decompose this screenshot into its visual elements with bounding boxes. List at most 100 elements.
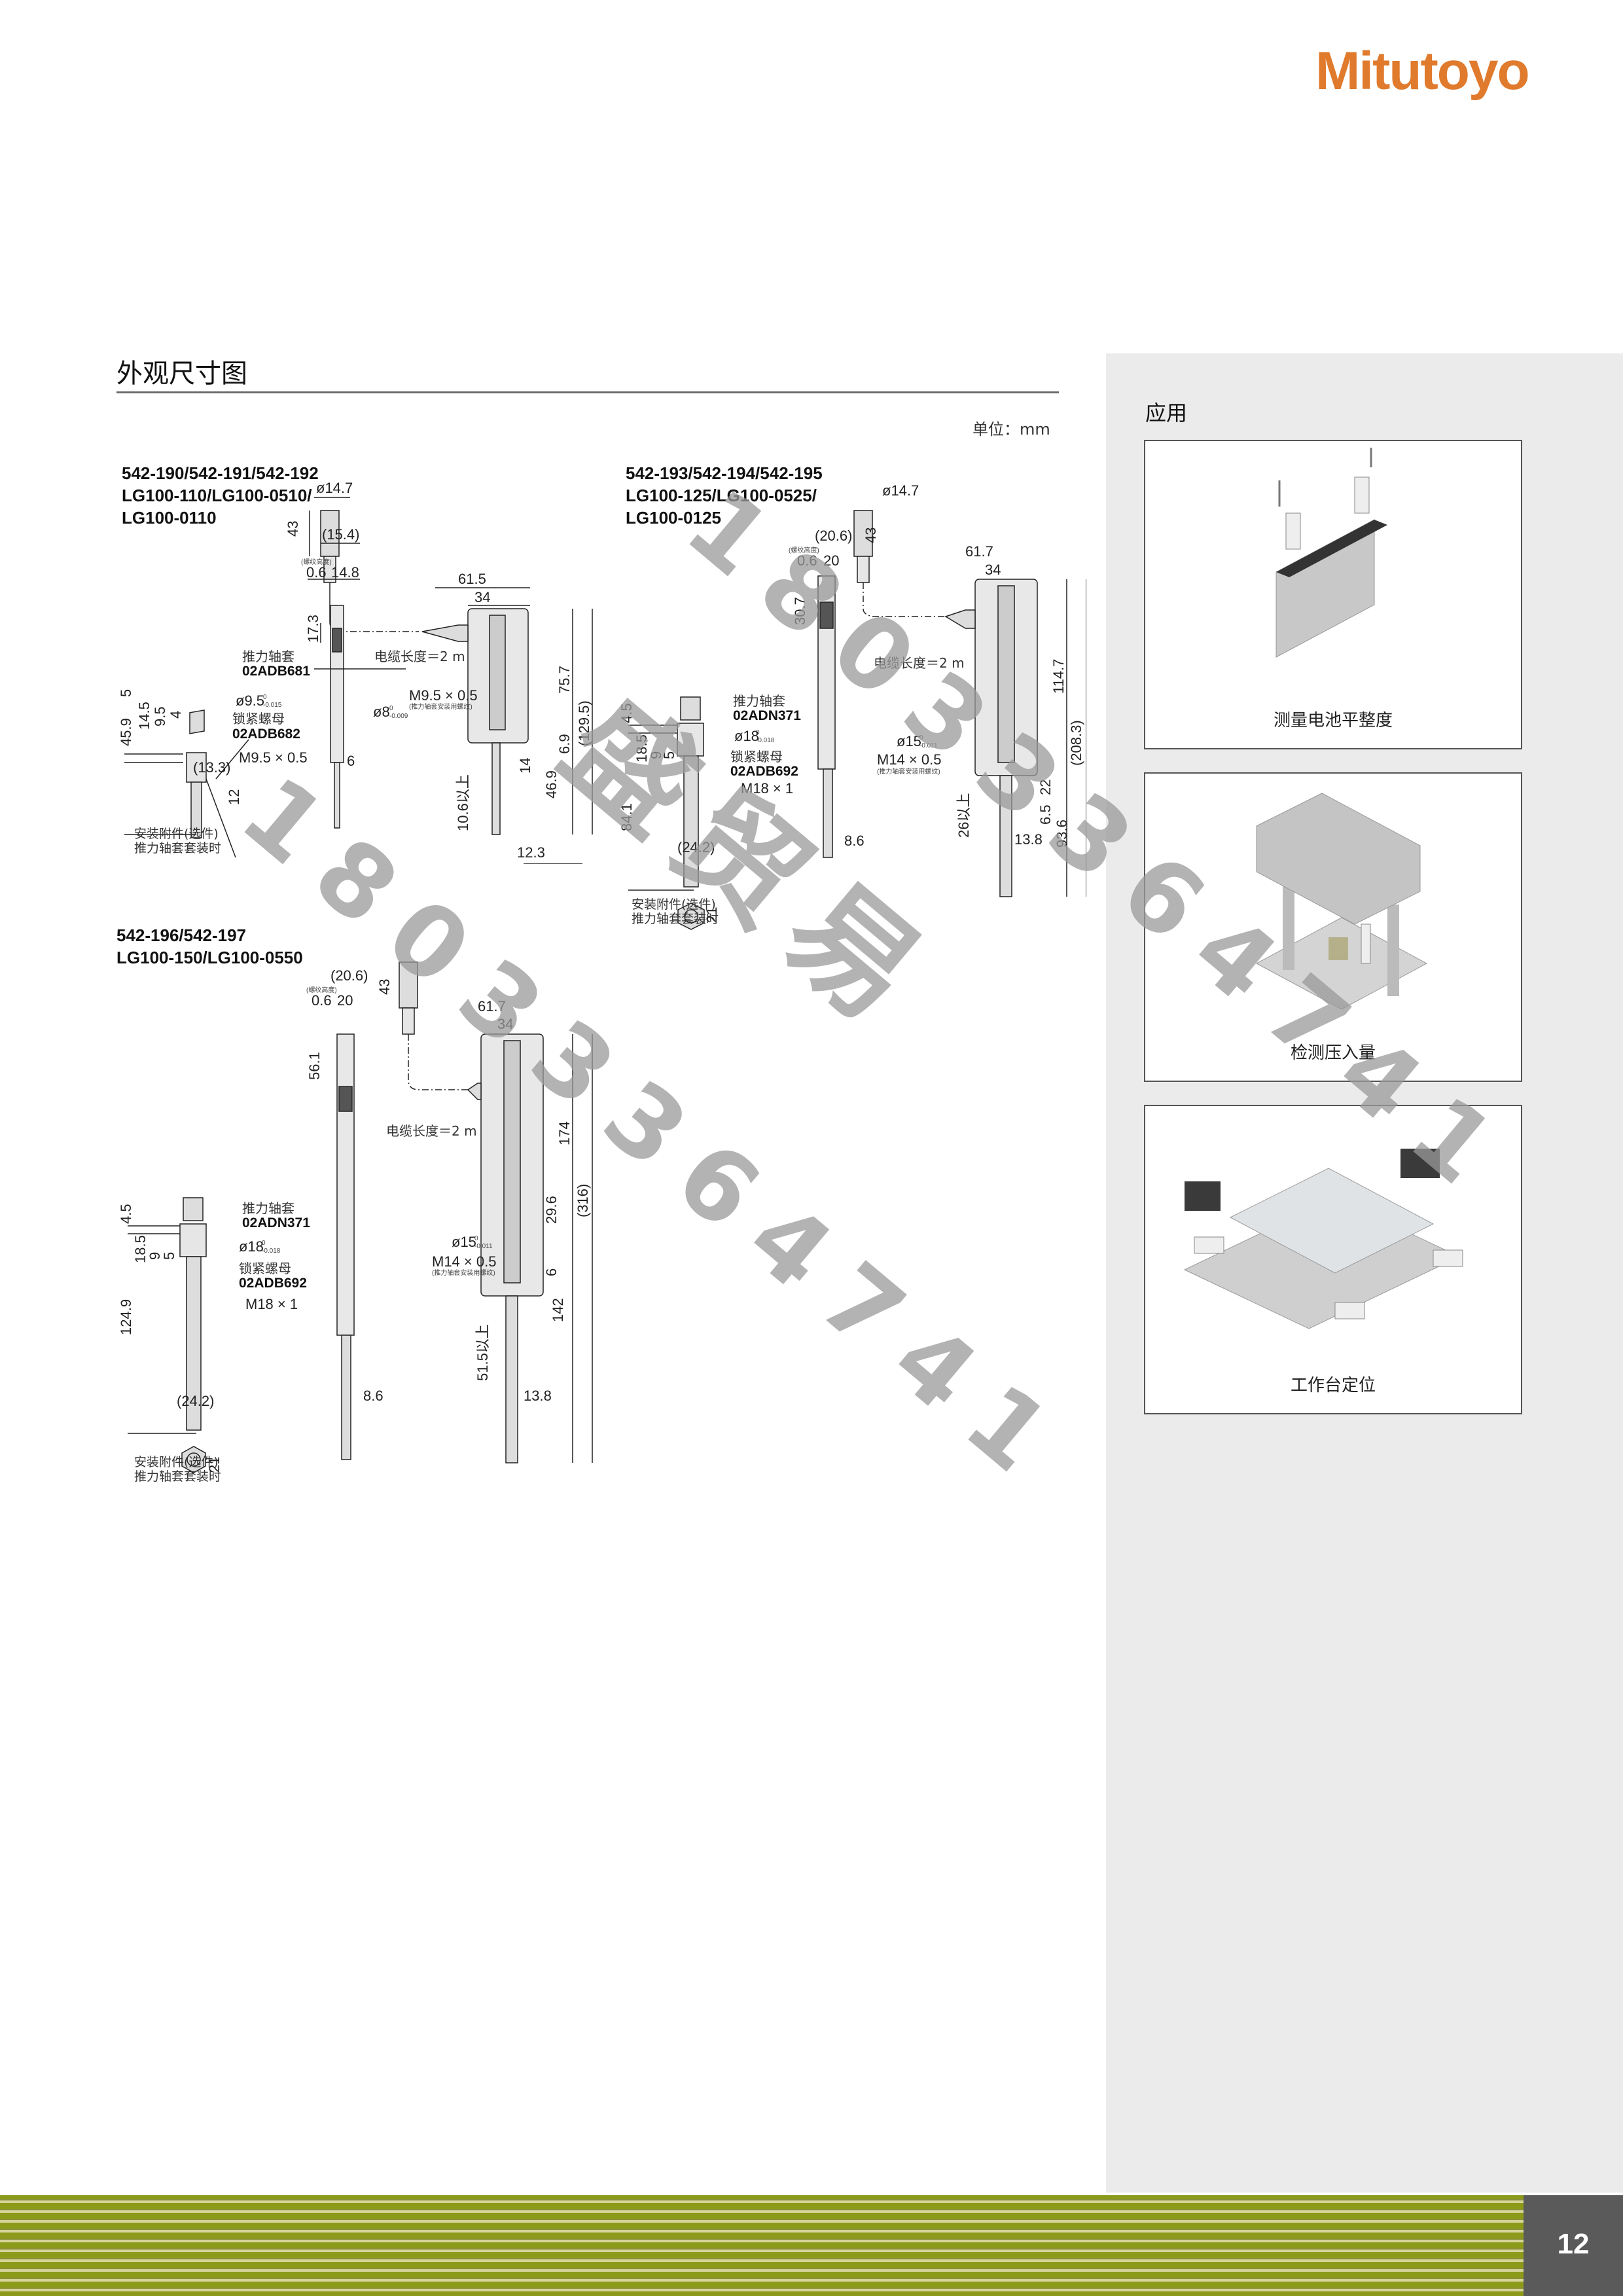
connector-diameter: ø14.7 bbox=[882, 482, 919, 499]
hex-width: (24.2) bbox=[677, 839, 715, 855]
mount-dim: 124.9 bbox=[118, 1299, 134, 1335]
front-thread-note: (推力轴套安装用螺纹) bbox=[877, 767, 940, 776]
mount-dim: 84.1 bbox=[618, 803, 635, 831]
mount-dim: 9 bbox=[147, 1252, 163, 1260]
front-width-total: 61.7 bbox=[478, 998, 506, 1014]
bushing-code: 02ADN371 bbox=[242, 1215, 310, 1230]
side-width: 20 bbox=[823, 552, 839, 569]
stem-b: 14 bbox=[517, 758, 533, 774]
application-caption: 检测压入量 bbox=[1290, 1043, 1376, 1063]
bore-tol-upper: 0 bbox=[263, 694, 267, 701]
section-divider bbox=[116, 391, 1059, 393]
hex-width: (24.2) bbox=[177, 1393, 214, 1409]
stroke: 10.6以上 bbox=[455, 774, 471, 831]
model-heading-2: 542-193/542-194/542-195 LG100-125/LG100-… bbox=[626, 462, 823, 529]
mount-bore: ø18 bbox=[734, 728, 759, 744]
mount-dim: 5 bbox=[118, 689, 134, 697]
nut-label: 锁紧螺母 bbox=[730, 749, 783, 764]
stem-tol-upper: 0 bbox=[474, 1235, 478, 1242]
mount-dim: 4 bbox=[168, 711, 184, 719]
tip-offset: 12.3 bbox=[517, 844, 545, 861]
thread-height: 0.6 bbox=[306, 564, 327, 581]
front-total: (208.3) bbox=[1068, 720, 1084, 766]
mount-dim: 5 bbox=[661, 751, 677, 759]
mount-dim: 9.5 bbox=[152, 706, 168, 726]
stem-diameter: ø8 bbox=[373, 704, 390, 720]
cable-length: 电缆长度＝2 m bbox=[386, 1123, 477, 1139]
mount-bore: ø9.5 bbox=[236, 692, 264, 709]
mitutoyo-logo: Mitutoyo bbox=[1315, 41, 1530, 101]
mount-dim: 14.5 bbox=[136, 702, 152, 730]
bore-tol-upper: 0 bbox=[262, 1240, 266, 1247]
mount-dim: 5 bbox=[161, 1252, 177, 1260]
application-card-stage: 工作台定位 bbox=[1144, 1105, 1522, 1414]
mount-dim: 4.5 bbox=[118, 1204, 134, 1224]
page-number: 12 bbox=[1557, 2228, 1590, 2260]
application-card-battery: 测量电池平整度 bbox=[1144, 440, 1522, 749]
mount-note: 推力轴套套装时 bbox=[134, 1469, 221, 1484]
connector-length: 43 bbox=[285, 521, 301, 537]
front-total: (129.5) bbox=[576, 700, 592, 746]
bushing-code: 02ADN371 bbox=[733, 708, 801, 723]
front-body-width: 34 bbox=[497, 1016, 513, 1032]
model-line: LG100-0110 bbox=[122, 508, 217, 528]
side-tip: 8.6 bbox=[363, 1388, 383, 1404]
side-tip: 6 bbox=[347, 753, 355, 769]
mount-note: 安装附件(选件) bbox=[134, 827, 219, 841]
model-line: LG100-0125 bbox=[626, 508, 721, 528]
mount-note: 安装附件(选件) bbox=[632, 897, 716, 912]
bore-tol-upper: 0 bbox=[756, 729, 760, 736]
stem-a: 22 bbox=[1037, 780, 1054, 795]
mount-dim: 18.5 bbox=[132, 1235, 149, 1263]
mount-dim: 18.5 bbox=[633, 734, 650, 762]
model-line: 542-193/542-194/542-195 bbox=[626, 463, 823, 483]
application-caption: 测量电池平整度 bbox=[1273, 711, 1393, 730]
stem-tol-lower: -0.011 bbox=[919, 742, 938, 749]
connector-length: 43 bbox=[376, 979, 393, 995]
side-overall: (20.6) bbox=[330, 967, 368, 984]
nut-label: 锁紧螺母 bbox=[232, 711, 285, 726]
side-tip: 8.6 bbox=[844, 833, 865, 849]
bushing-code: 02ADB681 bbox=[242, 664, 310, 679]
bushing-label: 推力轴套 bbox=[242, 1200, 294, 1216]
stem-diameter: ø15 bbox=[452, 1234, 476, 1250]
bushing-label: 推力轴套 bbox=[242, 649, 294, 664]
model-heading-1: 542-190/542-191/542-192 LG100-110/LG100-… bbox=[122, 462, 319, 529]
front-body-height: 114.7 bbox=[1050, 659, 1067, 694]
side-overall: (15.4) bbox=[322, 526, 359, 543]
mount-dim: 9 bbox=[648, 751, 664, 759]
stroke: 26以上 bbox=[955, 793, 972, 838]
stem-tol-upper: 0 bbox=[919, 734, 923, 742]
battery-flatness-illustration bbox=[1275, 448, 1387, 658]
stem-diameter: ø15 bbox=[897, 733, 921, 749]
side-width: 20 bbox=[337, 992, 353, 1009]
hex-height: 21 bbox=[206, 1457, 223, 1473]
applications-title: 应用 bbox=[1145, 401, 1188, 425]
side-width: 14.8 bbox=[331, 564, 359, 581]
mount-note: 安装附件(选件) bbox=[134, 1455, 219, 1469]
tip-offset: 13.8 bbox=[1014, 831, 1043, 848]
mount-thread: M18 × 1 bbox=[245, 1296, 298, 1312]
front-thread: M9.5 × 0.5 bbox=[409, 687, 478, 704]
nut-label: 锁紧螺母 bbox=[239, 1261, 291, 1276]
front-body-width: 34 bbox=[985, 562, 1001, 578]
front-width-total: 61.5 bbox=[458, 571, 486, 587]
mount-note: 推力轴套套装时 bbox=[632, 912, 719, 926]
front-thread-note: (推力轴套安装用螺纹) bbox=[432, 1268, 495, 1277]
hex-height: 12 bbox=[226, 789, 242, 805]
thread-height: 0.6 bbox=[797, 552, 817, 569]
stem-tol-upper: 0 bbox=[389, 705, 393, 712]
dimension-drawing-2: ø14.7 43 (20.6) (螺纹高度) 0.6 20 30.7 8.6 6… bbox=[618, 482, 1086, 930]
model-line: 542-196/542-197 bbox=[116, 925, 247, 945]
mount-note: 推力轴套套装时 bbox=[134, 841, 221, 855]
front-body-height: 75.7 bbox=[556, 666, 573, 694]
connector-length: 43 bbox=[863, 528, 879, 543]
stem-tol-lower: -0.011 bbox=[474, 1243, 493, 1250]
hex-width: (13.3) bbox=[193, 759, 230, 776]
hex-height: 21 bbox=[704, 907, 720, 923]
front-body-height: 174 bbox=[556, 1121, 573, 1145]
model-heading-3: 542-196/542-197 LG100-150/LG100-0550 bbox=[116, 924, 303, 969]
dimension-drawing-1: ø14.7 43 (15.4) (螺纹高度) 0.6 14.8 17.3 6 6… bbox=[118, 480, 593, 864]
front-thread-note: (推力轴套安装用螺纹) bbox=[409, 702, 473, 711]
stroke: 51.5以上 bbox=[474, 1324, 491, 1381]
